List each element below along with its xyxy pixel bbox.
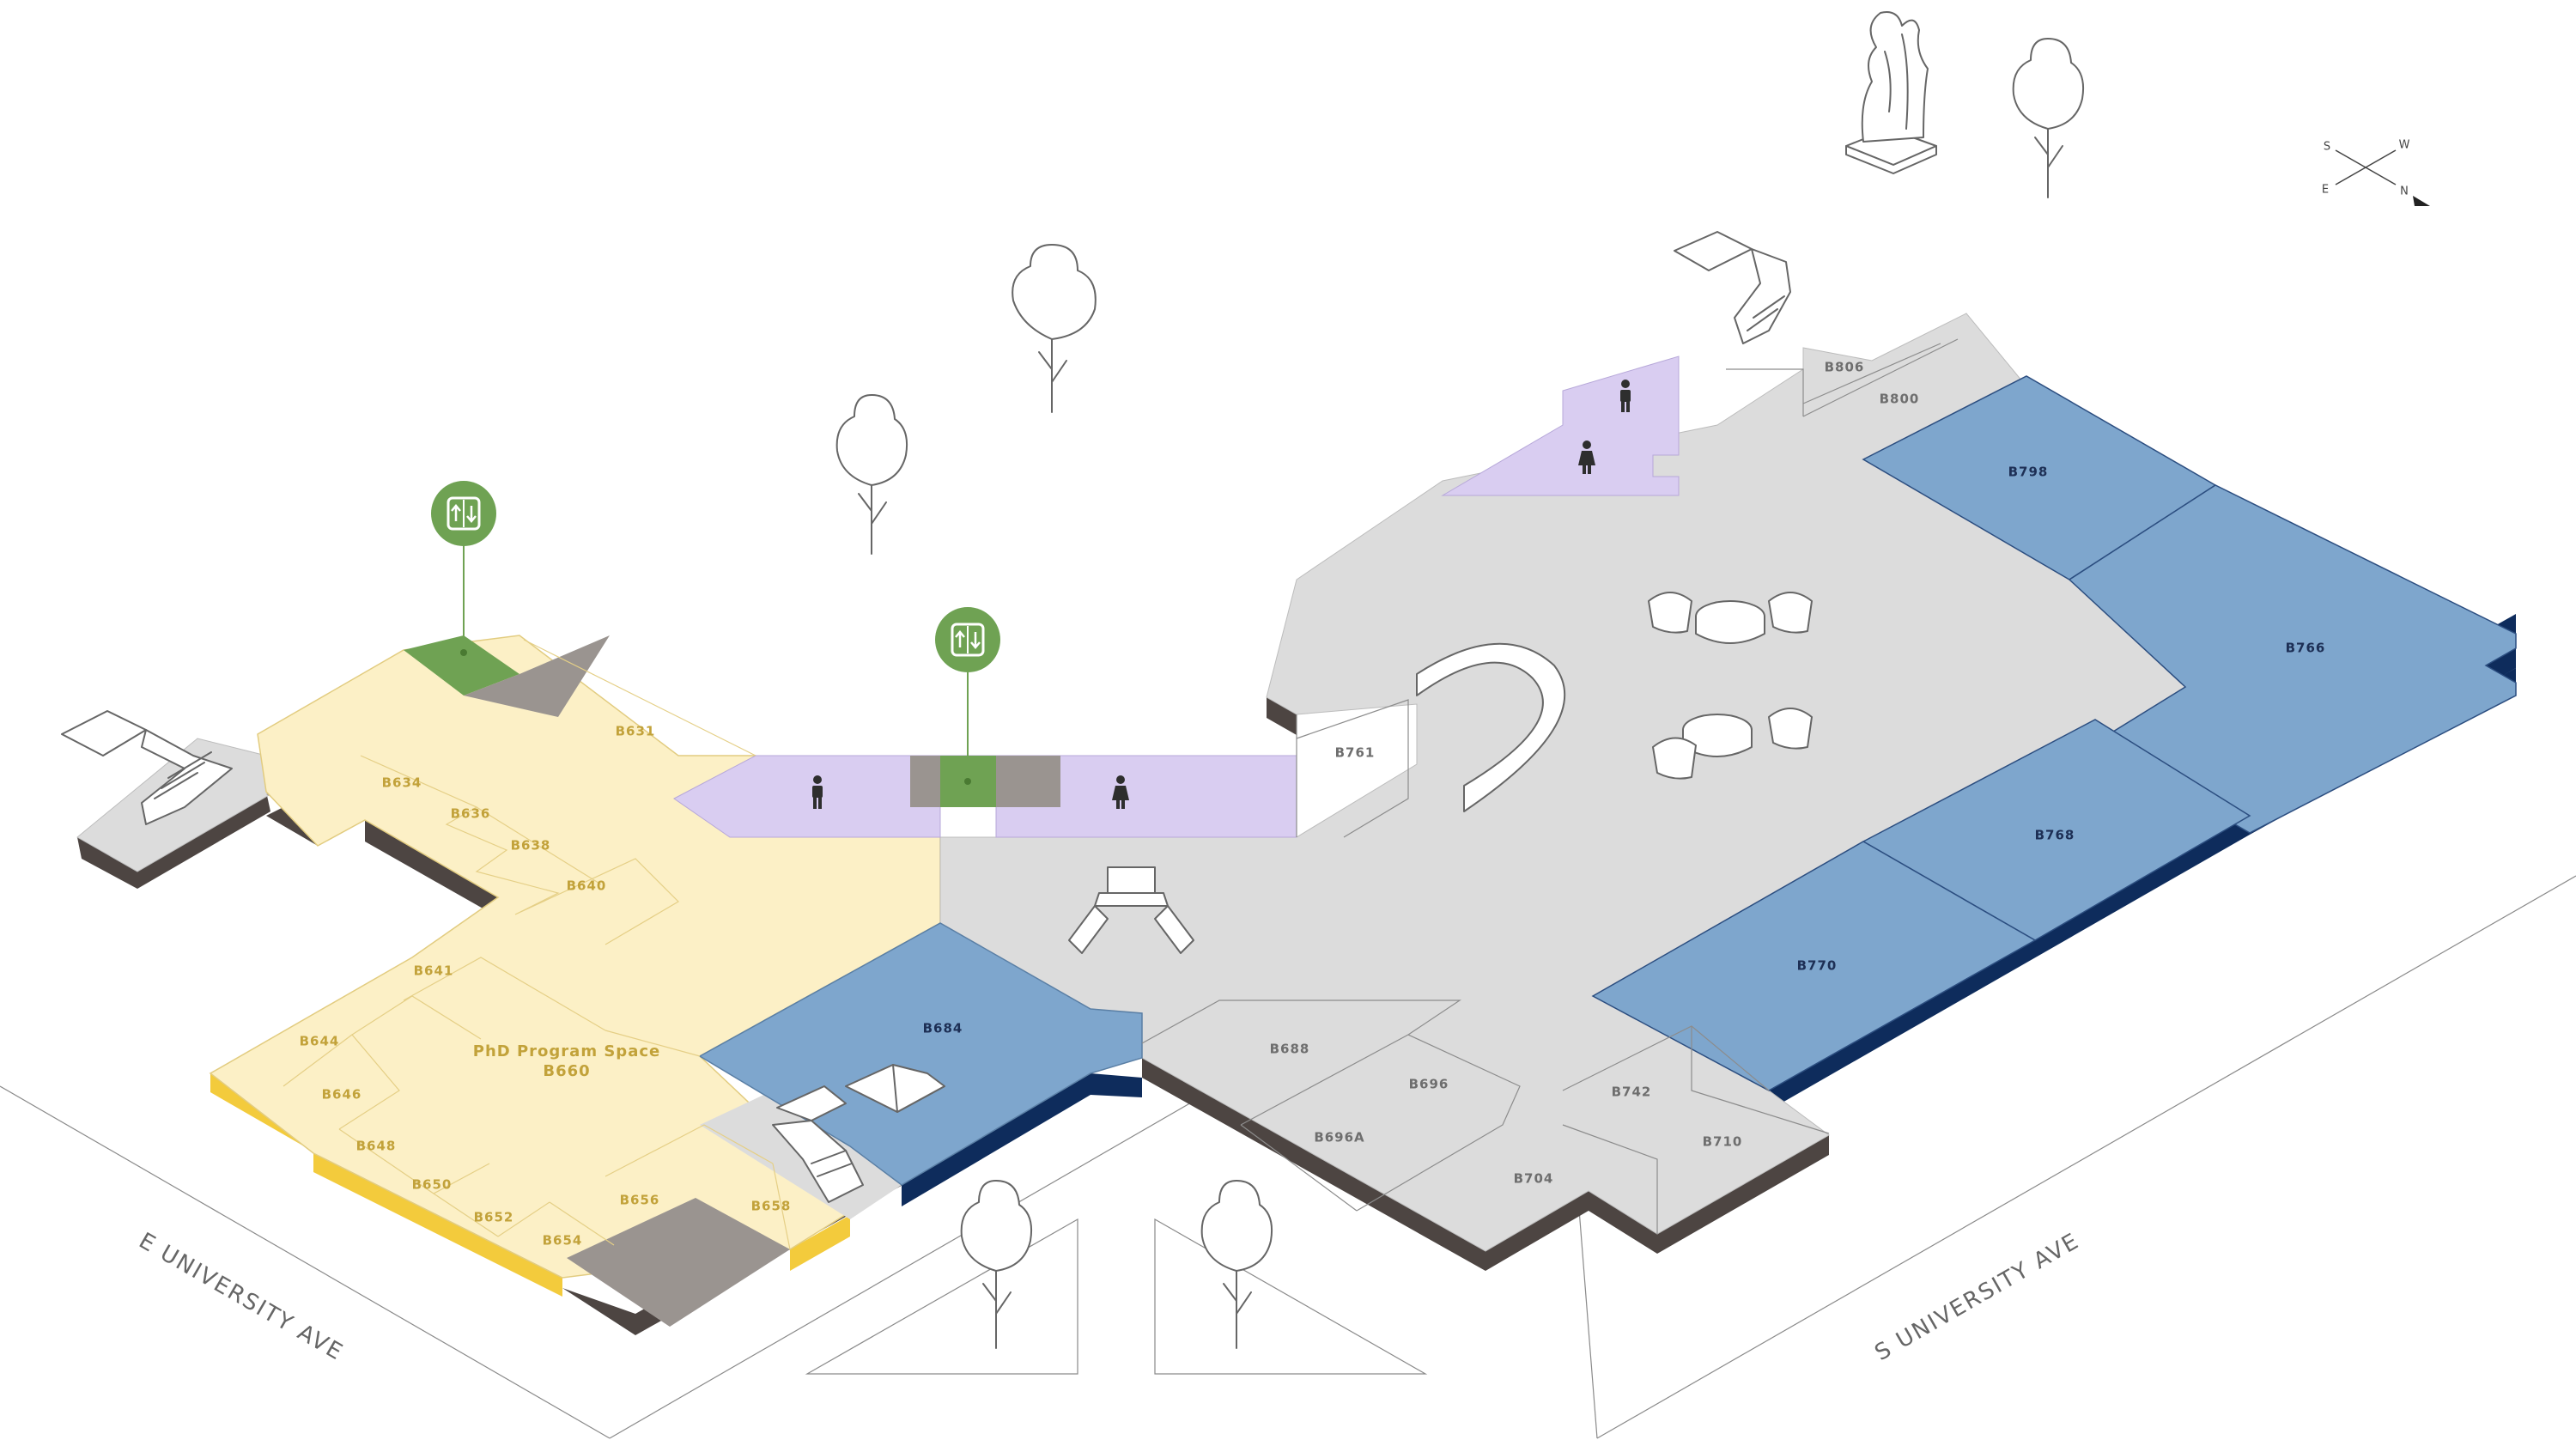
label-b652: B652	[474, 1210, 514, 1225]
label-b696a: B696A	[1314, 1130, 1364, 1145]
compass-icon: S W E N	[2322, 139, 2430, 206]
shaft-central-a	[910, 756, 940, 807]
label-b640: B640	[567, 878, 607, 894]
label-b761: B761	[1335, 745, 1376, 761]
label-b636: B636	[451, 806, 491, 822]
statue-icon	[1845, 11, 1937, 174]
label-phd-name: PhD Program Space	[473, 1042, 660, 1060]
street-e-university: E UNIVERSITY AVE	[135, 1228, 349, 1366]
label-b710: B710	[1703, 1134, 1743, 1150]
label-b656: B656	[620, 1193, 660, 1208]
stairs-icon	[1068, 866, 1194, 954]
elevator-pin-west[interactable]	[431, 481, 496, 656]
stairs-icon	[1674, 231, 1791, 344]
men-restroom-icon	[812, 775, 823, 809]
lounge-seating-icon	[1648, 592, 1813, 644]
label-b800: B800	[1880, 392, 1920, 407]
label-b798: B798	[2008, 465, 2049, 480]
tree-icon	[1200, 1180, 1273, 1349]
curved-bench	[1416, 642, 1566, 812]
label-b634: B634	[382, 775, 422, 791]
label-b742: B742	[1612, 1085, 1652, 1100]
elevator-icon	[951, 623, 985, 657]
room-labels: B631 B634 B636 B638 B640 B641 B644 B646 …	[300, 360, 2326, 1249]
shaft-central-b	[996, 756, 1060, 807]
room-b766	[2068, 484, 2517, 834]
restroom-northeast	[1441, 355, 1680, 496]
label-b646: B646	[322, 1087, 362, 1103]
tree-icon	[1012, 244, 1097, 413]
stairs-icon	[61, 710, 233, 825]
women-restroom-icon	[1578, 441, 1595, 474]
lounge-seating-icon	[1652, 708, 1813, 780]
label-b654: B654	[543, 1233, 583, 1249]
compass-n: N	[2400, 185, 2409, 198]
label-b650: B650	[412, 1177, 453, 1193]
compass-e: E	[2322, 184, 2329, 197]
tree-icon	[835, 394, 908, 555]
shaft-south	[567, 1198, 790, 1327]
phd-room-outlines	[283, 639, 791, 1250]
elevator-icon	[447, 496, 481, 531]
compass-s: S	[2324, 141, 2330, 154]
label-b766: B766	[2286, 641, 2326, 656]
label-b641: B641	[414, 963, 454, 979]
label-b696: B696	[1409, 1077, 1449, 1092]
shaft-west	[464, 635, 610, 717]
label-b684: B684	[923, 1021, 963, 1036]
tree-icon	[960, 1180, 1033, 1349]
elevator-block-west	[404, 635, 519, 696]
label-b704: B704	[1514, 1171, 1554, 1187]
label-b768: B768	[2035, 828, 2075, 843]
elevator-pin-central[interactable]	[935, 607, 1000, 785]
label-b688: B688	[1270, 1042, 1310, 1057]
label-phd-num: B660	[543, 1062, 590, 1080]
men-restroom-icon	[1620, 380, 1631, 412]
tree-icon	[2012, 38, 2085, 198]
street-s-university: S UNIVERSITY AVE	[1871, 1228, 2085, 1366]
stairs-icon	[772, 1064, 945, 1203]
label-b648: B648	[356, 1139, 397, 1154]
label-b658: B658	[751, 1199, 792, 1214]
compass-w: W	[2399, 139, 2410, 152]
label-b806: B806	[1825, 360, 1865, 375]
label-b638: B638	[511, 838, 551, 854]
label-b631: B631	[616, 724, 656, 739]
label-b770: B770	[1797, 958, 1838, 974]
label-b644: B644	[300, 1034, 340, 1049]
room-outlines	[1141, 338, 1959, 1234]
room-b770	[1591, 841, 2037, 1091]
women-restroom-icon	[1112, 775, 1129, 809]
